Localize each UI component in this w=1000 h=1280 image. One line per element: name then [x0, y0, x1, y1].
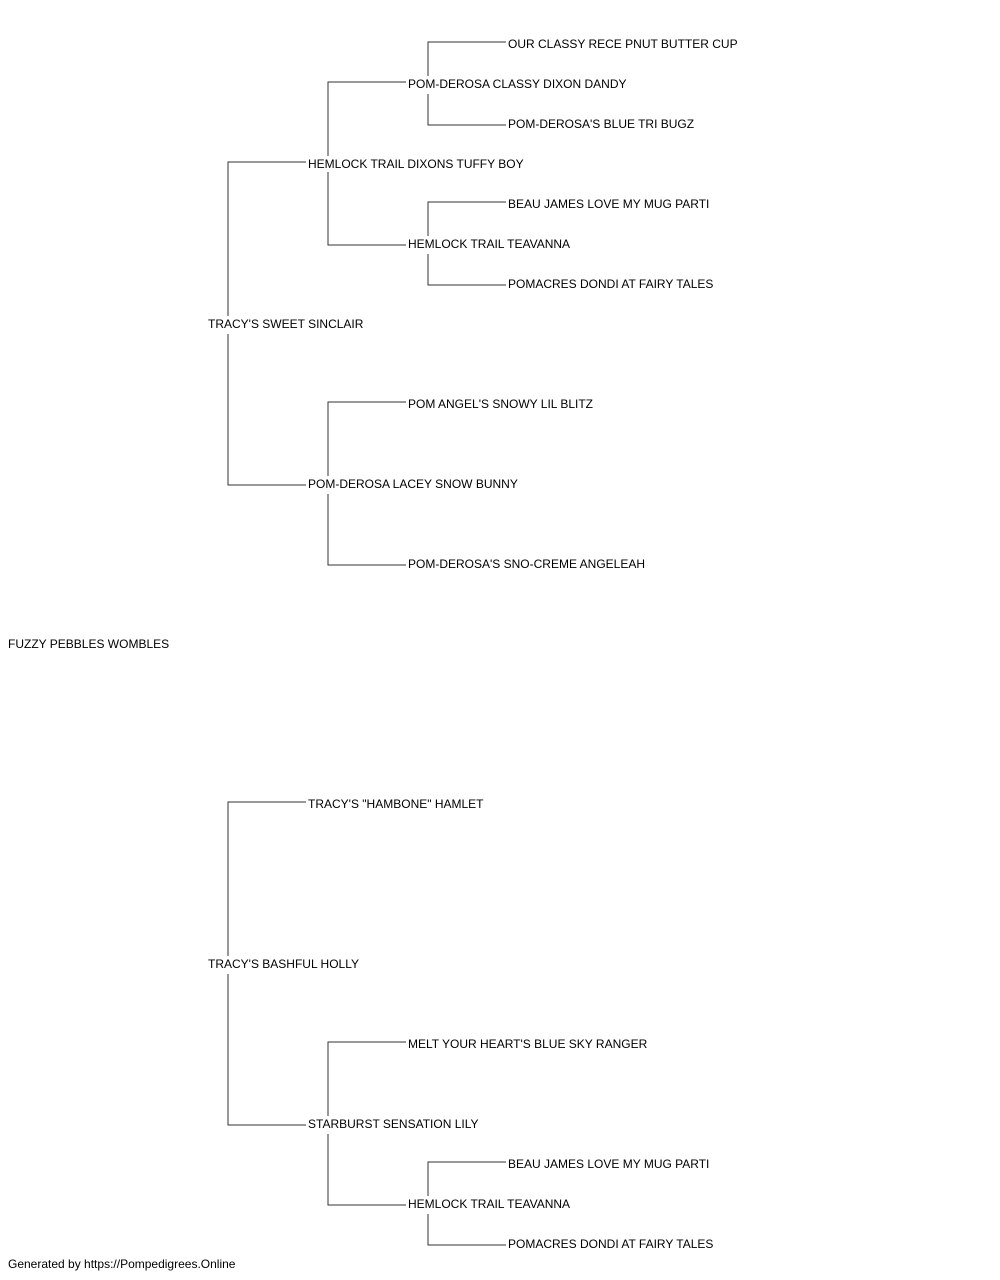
sire-dam-dam-name: POM-DEROSA'S SNO-CREME ANGELEAH — [408, 557, 645, 571]
connector-dds — [327, 1041, 406, 1116]
footer-credit: Generated by https://Pompedigrees.Online — [8, 1257, 236, 1271]
connector-sire-dam — [227, 334, 306, 486]
sire-sire-sire-dam-name: POM-DEROSA'S BLUE TRI BUGZ — [508, 117, 695, 131]
connector-sire — [227, 161, 306, 316]
dam-sire-name: TRACY'S "HAMBONE" HAMLET — [308, 797, 484, 811]
subject-name: FUZZY PEBBLES WOMBLES — [8, 637, 170, 651]
connector-ddd — [327, 1134, 406, 1206]
sire-sire-sire-name: POM-DEROSA CLASSY DIXON DANDY — [408, 77, 627, 91]
sire-sire-dam-name: HEMLOCK TRAIL TEAVANNA — [408, 237, 571, 251]
sire-sire-dam-sire-name: BEAU JAMES LOVE MY MUG PARTI — [508, 197, 710, 211]
dam-dam-dam-dam-name: POMACRES DONDI AT FAIRY TALES — [508, 1237, 714, 1251]
connector-ssdd — [427, 254, 506, 286]
connector-sds — [327, 401, 406, 476]
connector-dam-sire — [227, 801, 306, 956]
connector-sire-sire-dam — [327, 172, 406, 246]
connector-ssss — [427, 41, 506, 76]
connector-dddd — [427, 1214, 506, 1246]
sire-dam-name: POM-DEROSA LACEY SNOW BUNNY — [308, 477, 518, 491]
sire-sire-dam-dam-name: POMACRES DONDI AT FAIRY TALES — [508, 277, 714, 291]
connector-sdd — [327, 494, 406, 566]
dam-dam-dam-sire-name: BEAU JAMES LOVE MY MUG PARTI — [508, 1157, 710, 1171]
sire-sire-sire-sire-name: OUR CLASSY RECE PNUT BUTTER CUP — [508, 37, 738, 51]
connector-ddds — [427, 1161, 506, 1196]
connector-dam-dam — [227, 974, 306, 1126]
dam-dam-dam-name: HEMLOCK TRAIL TEAVANNA — [408, 1197, 571, 1211]
dam-name: TRACY'S BASHFUL HOLLY — [208, 957, 359, 971]
dam-dam-sire-name: MELT YOUR HEART'S BLUE SKY RANGER — [408, 1037, 648, 1051]
sire-name: TRACY'S SWEET SINCLAIR — [208, 317, 364, 331]
sire-dam-sire-name: POM ANGEL'S SNOWY LIL BLITZ — [408, 397, 594, 411]
connector-ssds — [427, 201, 506, 236]
dam-dam-name: STARBURST SENSATION LILY — [308, 1117, 479, 1131]
connector-sire-sire-sire — [327, 81, 406, 156]
sire-sire-name: HEMLOCK TRAIL DIXONS TUFFY BOY — [308, 157, 524, 171]
connector-sssd — [427, 94, 506, 126]
